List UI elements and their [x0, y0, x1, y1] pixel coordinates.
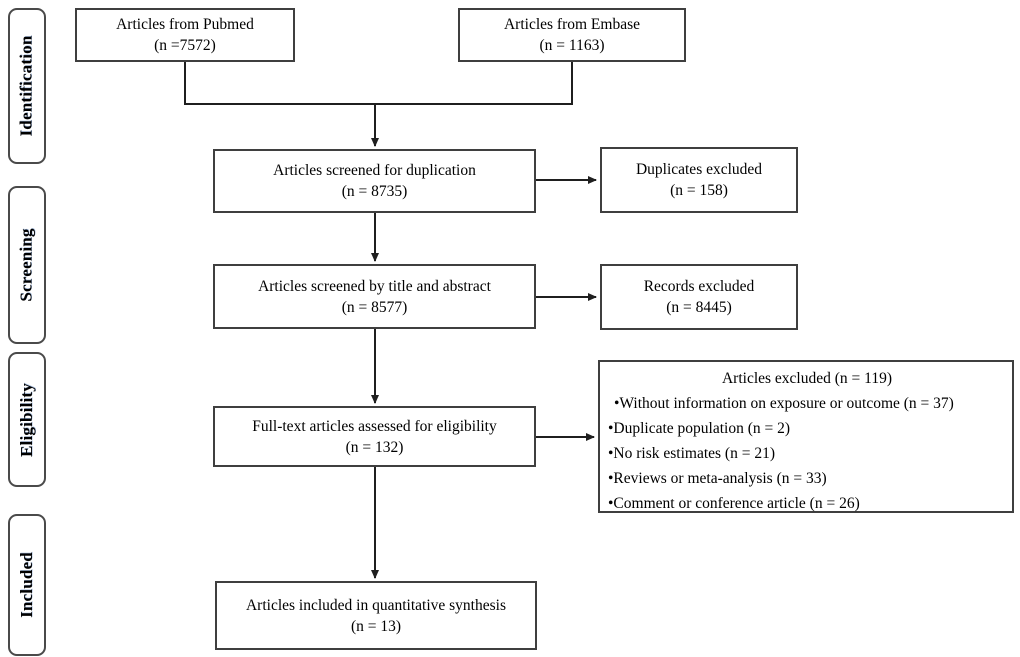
- box-screened-title-abstract-text: Articles screened by title and abstract: [258, 277, 491, 295]
- box-articles-from-pubmed: Articles from Pubmed (n =7572): [75, 8, 295, 62]
- box-records-excluded-text: Records excluded: [643, 278, 755, 295]
- box-duplicates-excluded-text: Duplicates excluded: [635, 161, 763, 178]
- box-screened-title-abstract: Articles screened by title and abstract …: [213, 264, 536, 329]
- box-screened-for-duplication-text: Articles screened for duplication: [273, 162, 476, 179]
- box-fulltext-assessed-count: (n = 132): [345, 438, 404, 456]
- stage-eligibility: Eligibility: [8, 352, 46, 487]
- box-included-synthesis-count: (n = 13): [350, 617, 402, 635]
- merge-connector-line: [184, 62, 573, 105]
- stage-eligibility-label: Eligibility: [17, 382, 36, 457]
- box-fulltext-assessed: Full-text articles assessed for eligibil…: [213, 406, 536, 467]
- box-duplicates-excluded: Duplicates excluded (n = 158): [600, 147, 798, 213]
- box-screened-title-abstract-count: (n = 8577): [341, 298, 408, 316]
- box-fulltext-assessed-text: Full-text articles assessed for eligibil…: [252, 417, 497, 435]
- box-included-synthesis-text: Articles included in quantitative synthe…: [245, 596, 506, 614]
- stage-included: Included: [8, 514, 46, 656]
- excluded-reason-item: •Reviews or meta-analysis (n = 33): [608, 470, 827, 487]
- box-articles-from-embase-count: (n = 1163): [539, 37, 605, 54]
- stage-included-label: Included: [17, 552, 37, 618]
- excluded-reason-item: •Without information on exposure or outc…: [614, 395, 954, 412]
- stage-screening-label: Screening: [17, 228, 37, 302]
- box-screened-for-duplication-count: (n = 8735): [341, 183, 408, 200]
- box-articles-from-pubmed-text: Articles from Pubmed: [116, 16, 254, 33]
- excluded-reason-item: •Comment or conference article (n = 26): [608, 495, 860, 512]
- stage-screening: Screening: [8, 186, 46, 344]
- box-articles-from-embase: Articles from Embase (n = 1163): [458, 8, 686, 62]
- excluded-reason-item: •No risk estimates (n = 21): [608, 445, 775, 462]
- box-articles-from-pubmed-count: (n =7572): [154, 37, 216, 54]
- box-included-synthesis: Articles included in quantitative synthe…: [215, 581, 537, 650]
- stage-identification-label: Identification: [17, 35, 36, 137]
- excluded-reason-item: •Duplicate population (n = 2): [608, 420, 791, 437]
- box-records-excluded-count: (n = 8445): [666, 299, 732, 316]
- box-articles-excluded: Articles excluded (n = 119) •Without inf…: [598, 360, 1014, 513]
- box-screened-for-duplication: Articles screened for duplication (n = 8…: [213, 149, 536, 213]
- box-duplicates-excluded-count: (n = 158): [670, 182, 728, 199]
- articles-excluded-title: Articles excluded (n = 119): [721, 370, 892, 387]
- box-articles-from-embase-text: Articles from Embase: [503, 16, 640, 33]
- box-records-excluded: Records excluded (n = 8445): [600, 264, 798, 330]
- stage-identification: Identification: [8, 8, 46, 164]
